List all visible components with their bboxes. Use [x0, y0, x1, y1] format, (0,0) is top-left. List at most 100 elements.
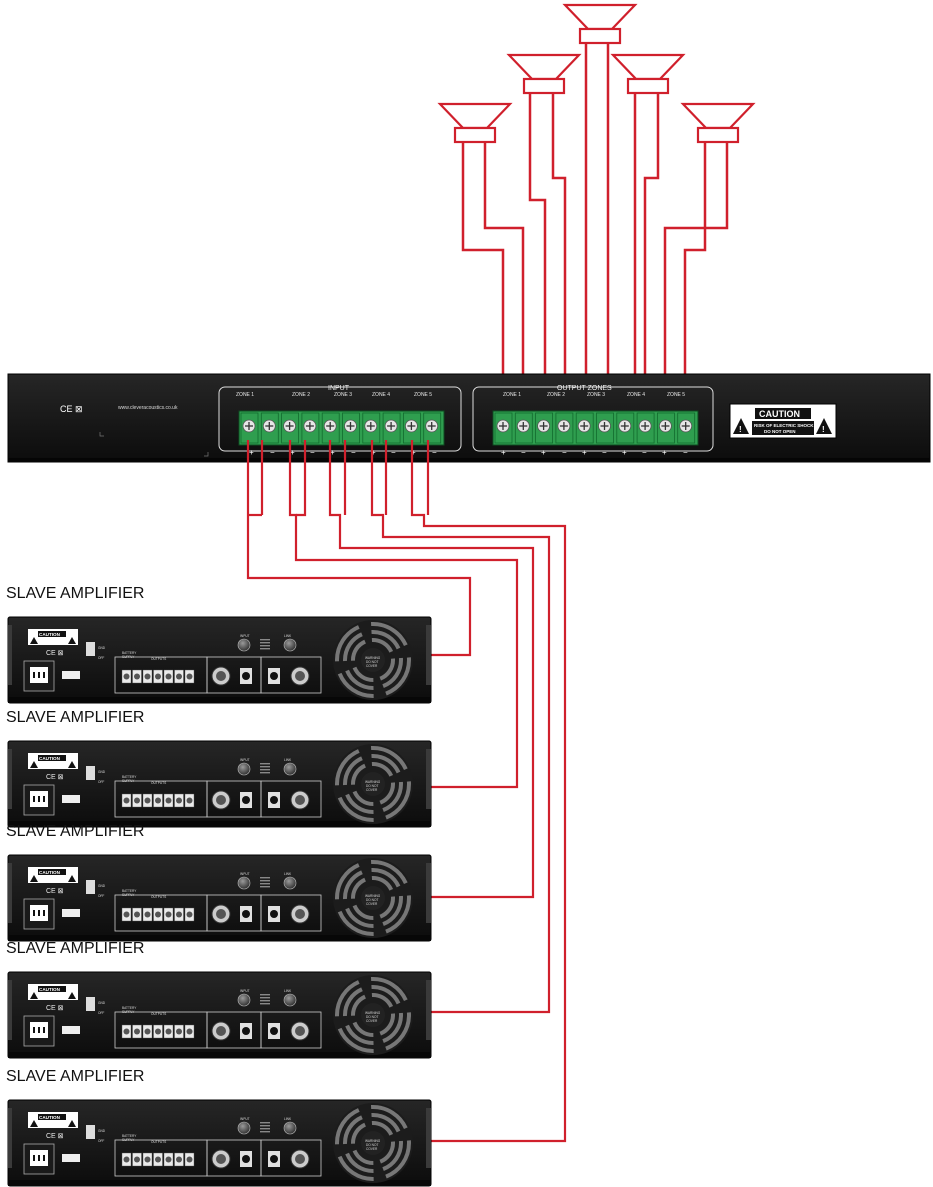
- screw-terminal-icon: [142, 793, 153, 808]
- caution-line-1: RISK OF ELECTRIC SHOCK: [754, 423, 814, 428]
- output-zone-2: ZONE 2: [547, 392, 565, 398]
- iec-inlet-icon: [23, 784, 55, 816]
- warning-text: COVER: [366, 1147, 378, 1151]
- input-label: INPUT: [240, 989, 250, 993]
- screw-terminal-icon: [184, 907, 195, 922]
- jack-socket-icon: [240, 1151, 252, 1167]
- screw-terminal-icon: [260, 412, 279, 444]
- link-label: LINK: [284, 634, 292, 638]
- warning-text: WARNING: [365, 780, 381, 784]
- screw-terminal-icon: [382, 412, 401, 444]
- xlr-connector-icon: [211, 1021, 231, 1041]
- warning-text: COVER: [366, 788, 378, 792]
- screw-terminal-icon: [121, 1024, 132, 1039]
- loudspeaker-icon: [438, 102, 512, 144]
- certification-marks: CE ⊠: [46, 774, 64, 781]
- warning-triangle-icon: [68, 637, 76, 644]
- minus-symbol: −: [683, 448, 688, 457]
- output-polarity-marks: + − + − + − + − + −: [501, 448, 688, 457]
- jack-socket-icon: [240, 906, 252, 922]
- plus-symbol: +: [411, 448, 416, 457]
- input-terminal-strip: [238, 410, 445, 446]
- jack-socket-icon: [268, 906, 280, 922]
- output-zone-5: ZONE 5: [667, 392, 685, 398]
- output-zones-label: OUTPUT ZONES: [557, 385, 612, 392]
- xlr-connector-icon: [290, 790, 310, 810]
- gnd-label: GND: [98, 770, 106, 774]
- screw-terminal-icon: [174, 669, 184, 684]
- warning-text: DO NOT: [366, 898, 378, 902]
- caution-title: CAUTION: [39, 870, 61, 875]
- screw-terminal-icon: [677, 412, 696, 444]
- screw-terminal-icon: [121, 669, 132, 684]
- warning-text: WARNING: [365, 894, 381, 898]
- screw-terminal-icon: [174, 907, 184, 922]
- supply-label: SUPPLY: [122, 893, 135, 897]
- warning-text: DO NOT: [366, 1015, 378, 1019]
- fan-grille-icon: [333, 620, 413, 700]
- warning-triangle-icon: [30, 761, 38, 768]
- supply-label: SUPPLY: [122, 1138, 135, 1142]
- screw-terminal-icon: [163, 907, 174, 922]
- output-zone-1: ZONE 1: [503, 392, 521, 398]
- certification-marks: CE ⊠: [60, 404, 83, 414]
- plus-symbol: +: [290, 448, 295, 457]
- plus-symbol: +: [249, 448, 254, 457]
- screw-terminal-icon: [184, 1152, 195, 1167]
- speakers: [438, 3, 755, 144]
- screw-terminal-icon: [494, 412, 513, 444]
- link-label: LINK: [284, 872, 292, 876]
- screw-terminal-icon: [132, 1152, 142, 1167]
- slave-amplifier-heading: SLAVE AMPLIFIER: [6, 1068, 144, 1085]
- warning-triangle-icon: [733, 418, 749, 434]
- screw-terminal-icon: [163, 1024, 174, 1039]
- warning-text: COVER: [366, 1019, 378, 1023]
- fan-grille-icon: [333, 1103, 413, 1183]
- warning-triangle-icon: [30, 992, 38, 999]
- screw-terminal-icon: [153, 669, 163, 684]
- input-label: INPUT: [240, 634, 250, 638]
- off-label: OFF: [98, 894, 104, 898]
- certification-marks: CE ⊠: [46, 1005, 64, 1012]
- input-zone-4: ZONE 4: [372, 392, 390, 398]
- caution-title: CAUTION: [39, 987, 61, 992]
- gnd-label: GND: [98, 646, 106, 650]
- output-zone-3: ZONE 3: [587, 392, 605, 398]
- xlr-connector-icon: [211, 1149, 231, 1169]
- caution-title: CAUTION: [39, 1115, 61, 1120]
- plus-symbol: +: [541, 448, 546, 457]
- caution-title: CAUTION: [759, 409, 800, 419]
- jack-socket-icon: [240, 668, 252, 684]
- slave-amplifier-heading: SLAVE AMPLIFIER: [6, 940, 144, 957]
- jack-socket-icon: [268, 1151, 280, 1167]
- minus-symbol: −: [270, 448, 275, 457]
- certification-marks: CE ⊠: [46, 888, 64, 895]
- xlr-connector-icon: [211, 904, 231, 924]
- screw-terminal-icon: [616, 412, 635, 444]
- screw-terminal-icon: [121, 1152, 132, 1167]
- link-label: LINK: [284, 1117, 292, 1121]
- screw-terminal-icon: [514, 412, 533, 444]
- input-zone-5: ZONE 5: [414, 392, 432, 398]
- xlr-connector-icon: [290, 1149, 310, 1169]
- plus-symbol: +: [501, 448, 506, 457]
- certification-marks: CE ⊠: [46, 1133, 64, 1140]
- battery-label: BATTERY: [122, 1134, 137, 1138]
- caution-title: CAUTION: [39, 632, 61, 637]
- supply-label: SUPPLY: [122, 1010, 135, 1014]
- input-zone-1: ZONE 1: [236, 392, 254, 398]
- warning-triangle-icon: [68, 761, 76, 768]
- slave-amplifier-heading: SLAVE AMPLIFIER: [6, 709, 144, 726]
- warning-text: WARNING: [365, 1139, 381, 1143]
- gnd-label: GND: [98, 884, 106, 888]
- minus-symbol: −: [432, 448, 437, 457]
- svg-text:!: !: [739, 425, 742, 434]
- battery-label: BATTERY: [122, 889, 137, 893]
- certification-marks: CE ⊠: [46, 650, 64, 657]
- screw-terminal-icon: [174, 793, 184, 808]
- screw-terminal-icon: [142, 1024, 153, 1039]
